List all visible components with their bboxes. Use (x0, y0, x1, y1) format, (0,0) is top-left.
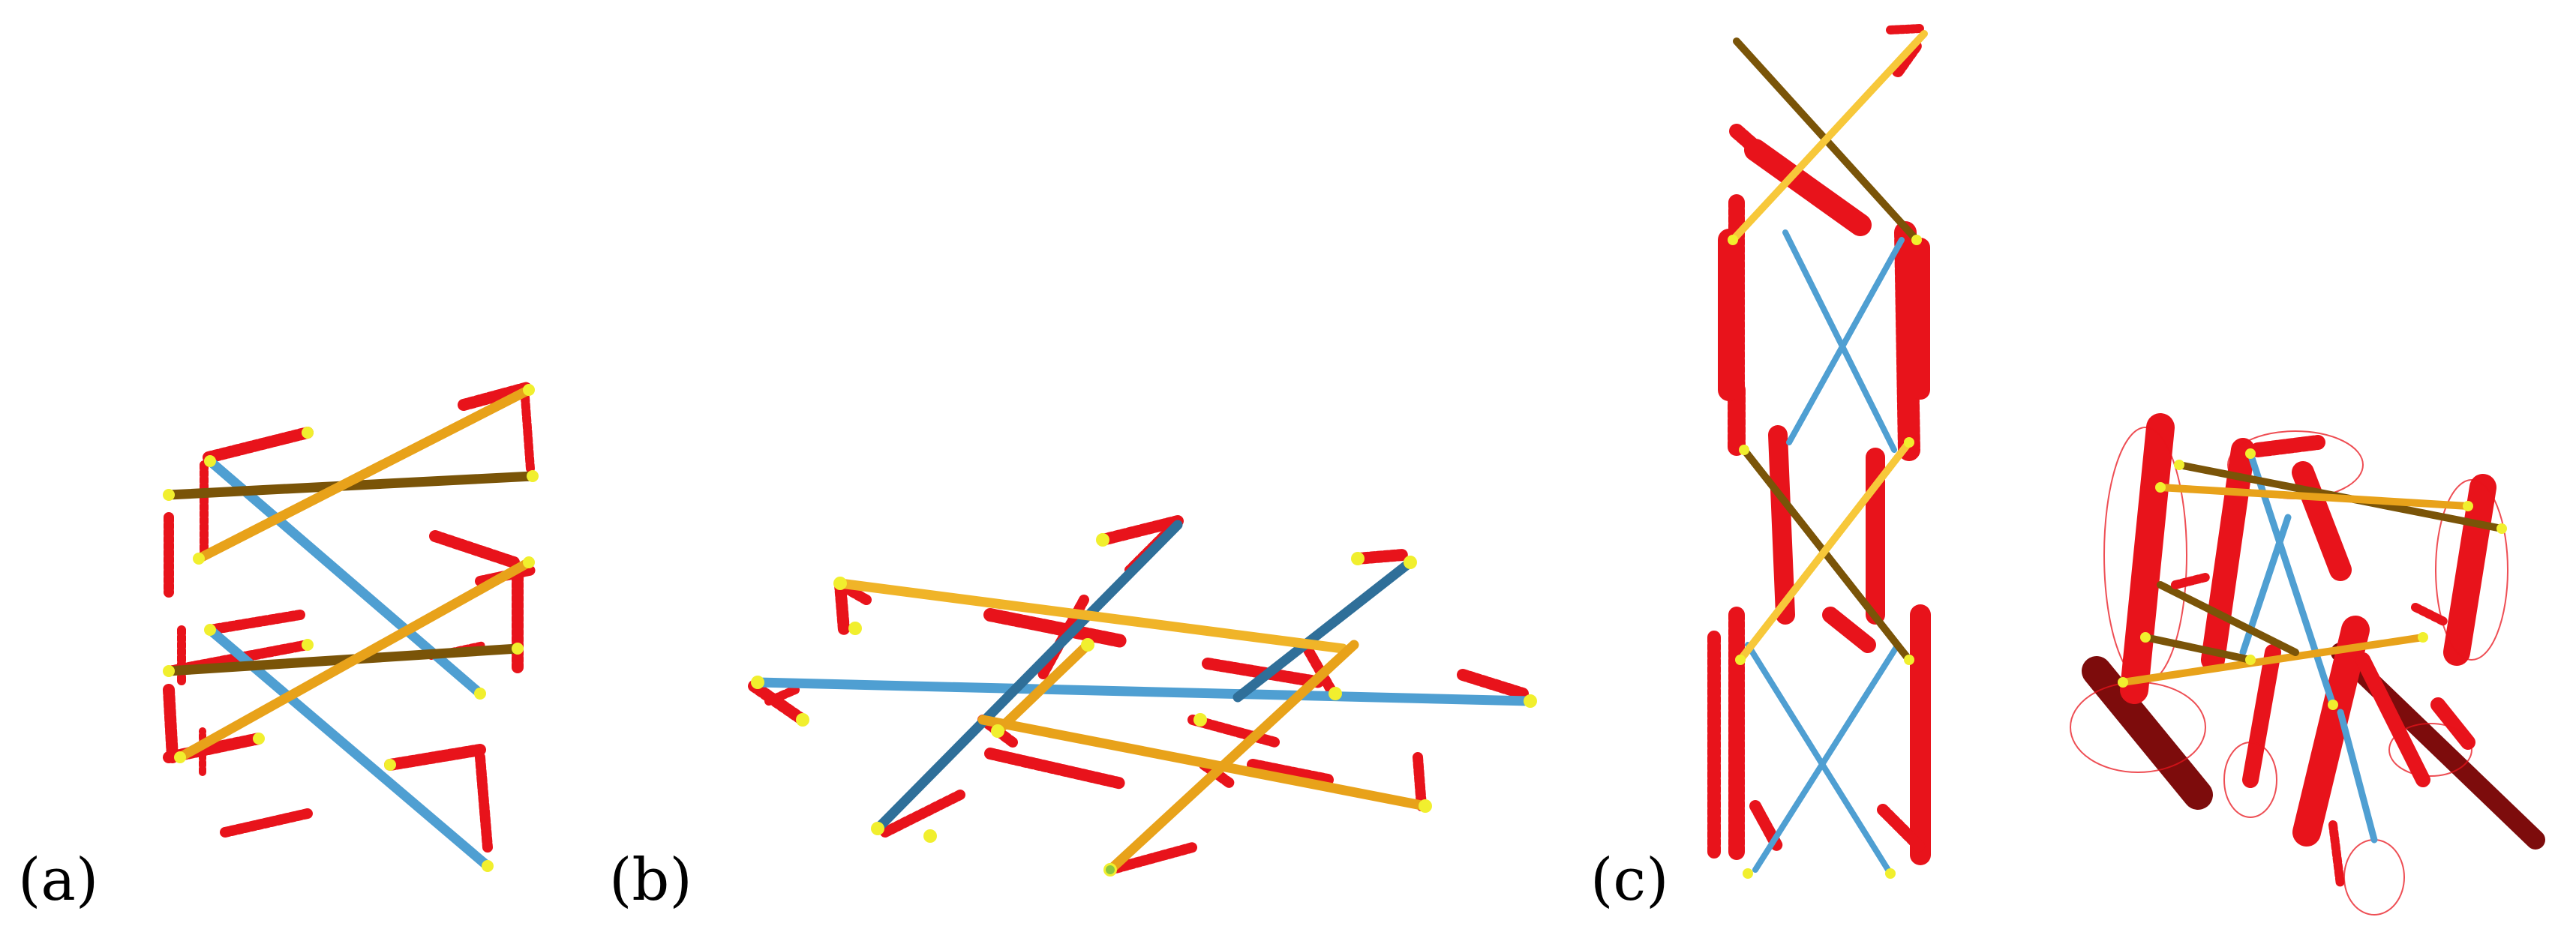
panel-label-c: (c) (1590, 847, 1669, 914)
panel-c-tower-nodes (1728, 235, 1922, 879)
panel-c-tower-springs (1707, 24, 1931, 865)
panel-b-structure (748, 515, 1537, 877)
panel-c-red-cylinders (2120, 413, 2496, 847)
panel-a-structure (163, 382, 539, 872)
panel-b-gold-struts (835, 578, 1431, 875)
panel-c-deformed-nodes (2118, 448, 2507, 710)
panel-a-gold-struts (164, 385, 538, 763)
panel-b-blue-struts (752, 520, 1536, 834)
panel-c-deformed-gold-struts (2119, 461, 2505, 686)
panel-c-tower-blue-struts (1745, 229, 1905, 877)
panel-c-deformed-structure (2070, 413, 2545, 916)
panel-c-tower (1707, 24, 1931, 879)
panel-label-a: (a) (18, 847, 98, 914)
panel-c-deformed-springs (2171, 573, 2450, 889)
panel-label-b: (b) (609, 847, 692, 914)
panel-a-nodes (163, 384, 539, 872)
panel-a-springs (163, 382, 538, 853)
panel-c-tower-gold-struts (1729, 30, 1928, 664)
panel-b-green-node (1106, 865, 1115, 874)
